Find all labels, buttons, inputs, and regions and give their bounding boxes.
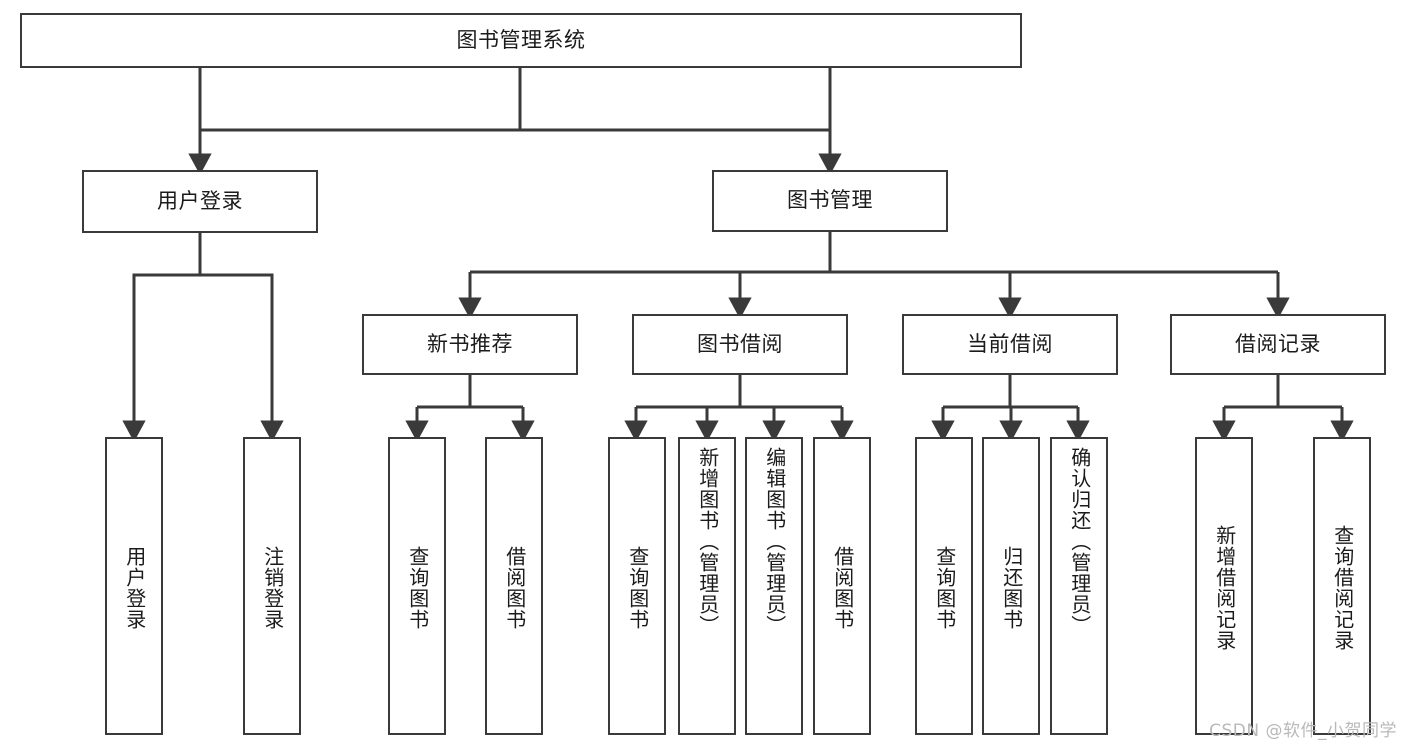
node-root[interactable]: 图书管理系统 [20, 13, 1022, 68]
node-book-borrow[interactable]: 图书借阅 [632, 314, 848, 375]
node-leaf-confirm-return[interactable]: 确认归还（管理员） [1050, 437, 1108, 735]
node-new-book-rec-label: 新书推荐 [427, 331, 513, 356]
node-leaf-query-book-1-label: 查询图书 [405, 546, 430, 630]
node-new-book-rec[interactable]: 新书推荐 [362, 314, 578, 375]
node-leaf-borrow-book-2[interactable]: 借阅图书 [813, 437, 871, 735]
node-leaf-edit-book[interactable]: 编辑图书（管理员） [745, 437, 803, 735]
connector-root-bus [198, 68, 832, 132]
node-leaf-query-book-3[interactable]: 查询图书 [915, 437, 973, 735]
node-borrow-record-label: 借阅记录 [1235, 331, 1321, 356]
node-root-label: 图书管理系统 [456, 27, 586, 52]
node-user-login-label: 用户登录 [157, 188, 243, 213]
node-book-manage[interactable]: 图书管理 [712, 170, 948, 232]
node-leaf-user-login[interactable]: 用户登录 [105, 437, 163, 735]
node-current-borrow[interactable]: 当前借阅 [902, 314, 1118, 375]
node-user-login[interactable]: 用户登录 [82, 170, 318, 233]
node-leaf-borrow-book-2-label: 借阅图书 [830, 546, 855, 630]
node-leaf-add-record[interactable]: 新增借阅记录 [1195, 437, 1253, 735]
node-leaf-return-book-label: 归还图书 [999, 546, 1024, 630]
connector-user-login-to-leaf-2 [200, 273, 284, 442]
node-leaf-borrow-book-1[interactable]: 借阅图书 [485, 437, 543, 735]
connector-user-login-to-leaf-1 [122, 233, 202, 442]
node-leaf-query-book-2-label: 查询图书 [625, 546, 650, 630]
node-book-manage-label: 图书管理 [787, 188, 873, 213]
node-leaf-add-book-label: 新增图书（管理员） [695, 447, 720, 636]
node-leaf-logout-login[interactable]: 注销登录 [243, 437, 301, 735]
node-leaf-confirm-return-label: 确认归还（管理员） [1067, 447, 1092, 636]
node-book-borrow-label: 图书借阅 [697, 331, 783, 356]
node-leaf-query-book-3-label: 查询图书 [932, 546, 957, 630]
node-leaf-query-record[interactable]: 查询借阅记录 [1313, 437, 1371, 735]
node-leaf-query-book-1[interactable]: 查询图书 [388, 437, 446, 735]
node-leaf-user-login-label: 用户登录 [122, 546, 147, 630]
node-leaf-return-book[interactable]: 归还图书 [982, 437, 1040, 735]
node-leaf-borrow-book-1-label: 借阅图书 [502, 546, 527, 630]
node-leaf-edit-book-label: 编辑图书（管理员） [762, 447, 787, 636]
node-leaf-add-book[interactable]: 新增图书（管理员） [678, 437, 736, 735]
node-leaf-logout-login-label: 注销登录 [260, 546, 285, 630]
node-leaf-query-book-2[interactable]: 查询图书 [608, 437, 666, 735]
node-current-borrow-label: 当前借阅 [967, 331, 1053, 356]
node-leaf-query-record-label: 查询借阅记录 [1330, 525, 1355, 651]
node-borrow-record[interactable]: 借阅记录 [1170, 314, 1386, 375]
node-leaf-add-record-label: 新增借阅记录 [1212, 525, 1237, 651]
